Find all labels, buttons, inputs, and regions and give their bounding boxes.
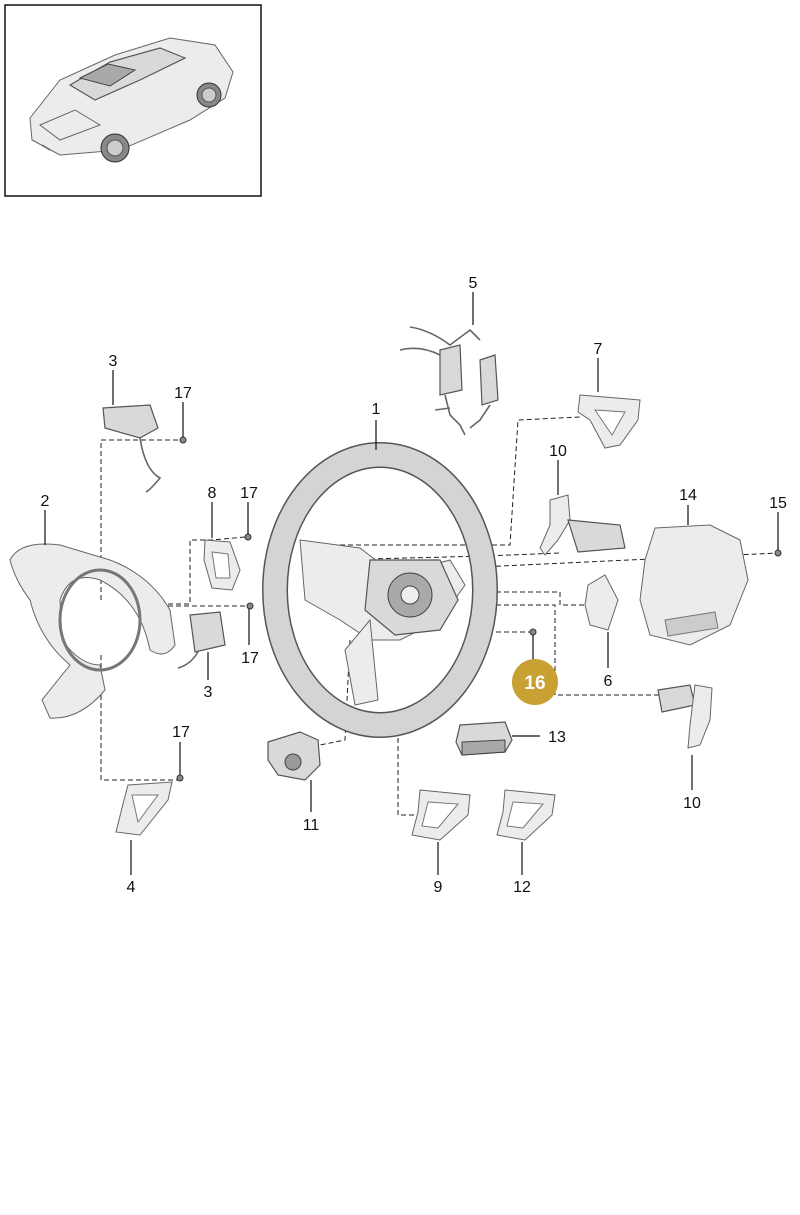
switch-module-upper [102,404,162,493]
callout-2: 2 [41,493,50,510]
trim-panel-6 [584,574,619,631]
callout-10-upper: 10 [549,443,567,460]
callout-10-lower: 10 [683,795,701,812]
callout-9: 9 [434,879,443,896]
column-cover [639,524,749,646]
clock-spring [267,731,321,781]
leader-lines [44,292,779,875]
bracket-8 [203,539,241,591]
callout-8: 8 [208,485,217,502]
switch-module-lower [177,611,226,669]
callout-17-upper: 17 [174,385,192,402]
callout-7: 7 [594,341,603,358]
shift-paddle-upper [539,494,626,556]
screw-17-mid-icon [244,533,252,541]
callout-5: 5 [469,275,478,292]
bracket-12 [496,789,556,841]
callout-11: 11 [303,817,320,834]
callout-17-lower: 17 [241,650,259,667]
screws [176,436,782,782]
wiring-harness [399,326,499,436]
callout-16-highlight[interactable]: 16 [512,659,558,705]
callout-17-mid: 17 [240,485,258,502]
screw-17-lower-icon [246,602,254,610]
trim-7 [577,394,641,449]
vehicle-thumbnail [4,4,262,197]
screw-15-icon [774,549,782,557]
bracket-4 [115,781,173,836]
trim-cover [9,543,176,719]
steering-wheel [262,442,498,738]
callout-3-lower: 3 [204,684,213,701]
callout-14: 14 [679,487,697,504]
callout-12: 12 [513,879,531,896]
car-icon [29,37,234,163]
screw-17-bottom-icon [176,774,184,782]
screw-17-upper-icon [179,436,187,444]
callout-4: 4 [127,879,136,896]
highlight-circle [512,659,558,705]
callout-16: 16 [524,673,545,694]
callout-13: 13 [548,729,566,746]
bracket-9 [411,789,471,841]
callout-15: 15 [769,495,787,512]
shift-paddle-lower [657,684,713,749]
callout-17-bottom: 17 [172,724,190,741]
screw-16-icon [529,628,537,636]
callout-3-upper: 3 [109,353,118,370]
callout-6: 6 [604,673,613,690]
callout-1: 1 [372,401,381,418]
control-unit [455,721,513,756]
callout-labels: 1 2 3 3 4 5 6 7 8 9 10 10 11 12 13 14 15… [41,275,787,896]
